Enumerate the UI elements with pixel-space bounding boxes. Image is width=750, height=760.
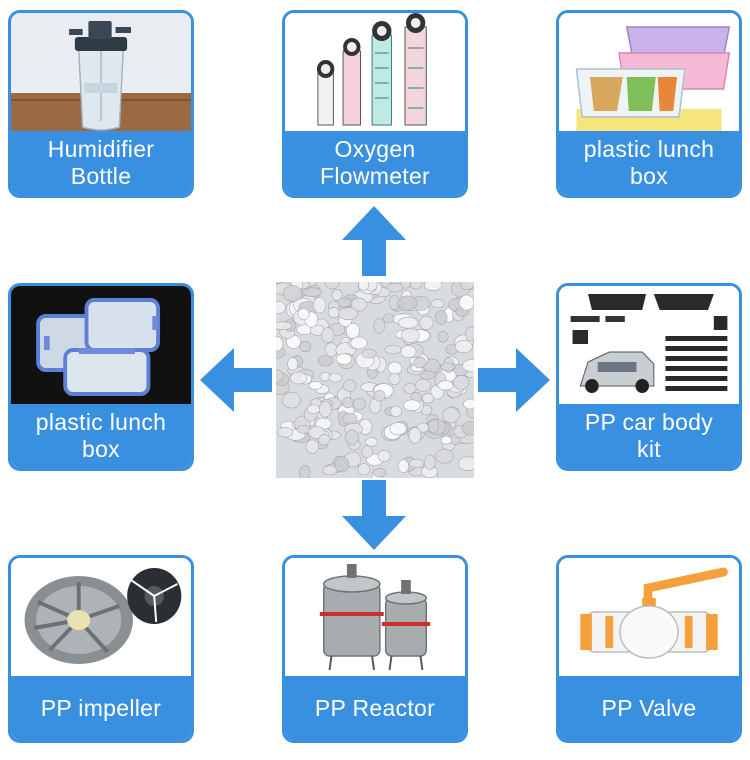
card-label: Oxygen Flowmeter (285, 131, 465, 195)
arrow-down-icon (340, 480, 408, 550)
impeller-image (11, 558, 191, 676)
arrow-left-icon (200, 346, 272, 414)
card-oxygen-flowmeter: Oxygen Flowmeter (282, 10, 468, 198)
card-label: PP Reactor (285, 676, 465, 740)
reactor-image (285, 558, 465, 676)
car-body-kit-image (559, 286, 739, 404)
card-pp-impeller: PP impeller (8, 555, 194, 743)
card-pp-car-body-kit: PP car body kit (556, 283, 742, 471)
card-plastic-lunch-box-left: plastic lunch box (8, 283, 194, 471)
card-label: Humidifier Bottle (11, 131, 191, 195)
humidifier-bottle-image (11, 13, 191, 131)
arrow-up-icon (340, 206, 408, 276)
card-plastic-lunch-box-top: plastic lunch box (556, 10, 742, 198)
card-label: PP impeller (11, 676, 191, 740)
arrow-right-icon (478, 346, 550, 414)
card-label: PP Valve (559, 676, 739, 740)
card-humidifier-bottle: Humidifier Bottle (8, 10, 194, 198)
pp-pellets-image (276, 282, 474, 478)
lunch-box-image (11, 286, 191, 404)
card-label: plastic lunch box (559, 131, 739, 195)
card-label: plastic lunch box (11, 404, 191, 468)
oxygen-flowmeter-image (285, 13, 465, 131)
lunch-box-image (559, 13, 739, 131)
card-pp-valve: PP Valve (556, 555, 742, 743)
card-pp-reactor: PP Reactor (282, 555, 468, 743)
card-label: PP car body kit (559, 404, 739, 468)
valve-image (559, 558, 739, 676)
